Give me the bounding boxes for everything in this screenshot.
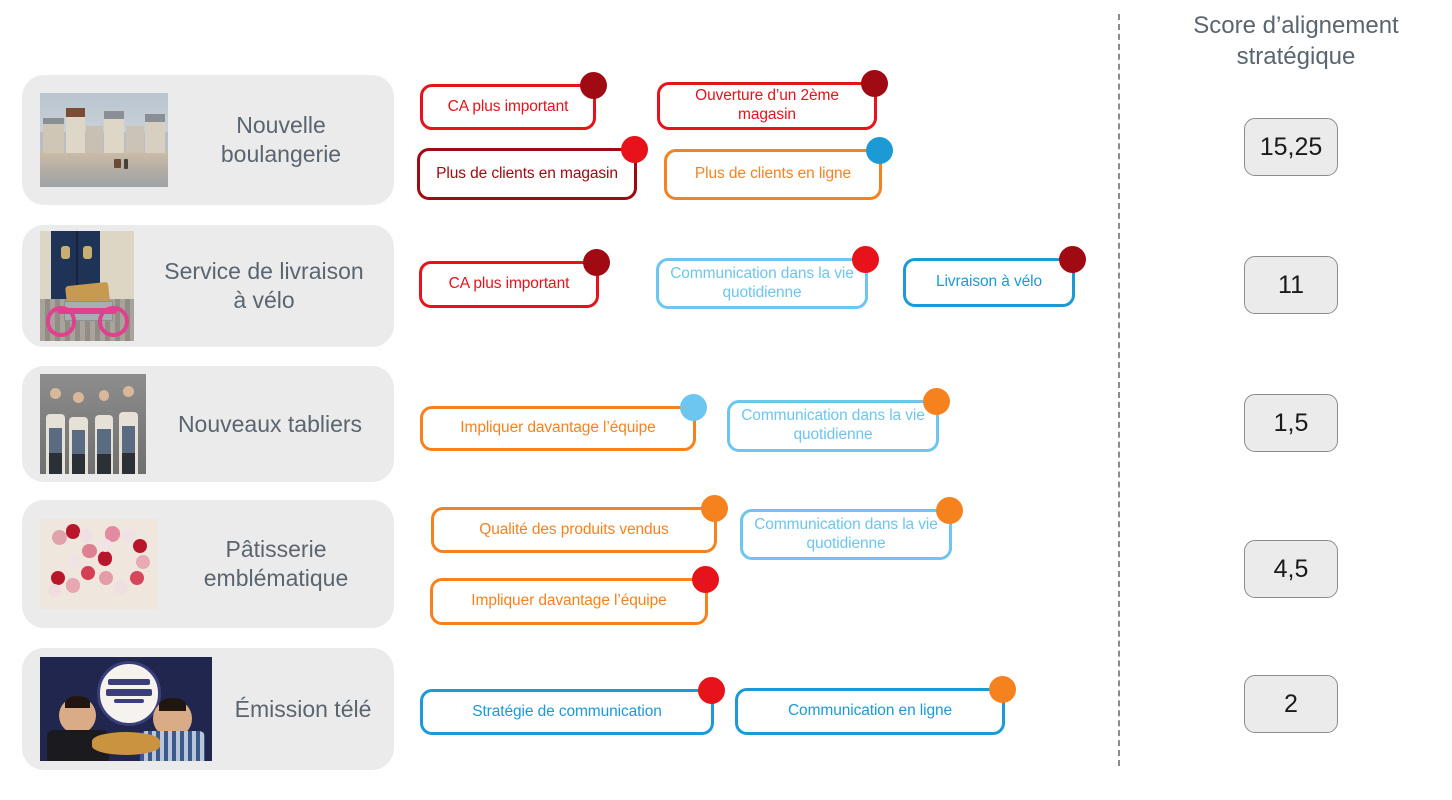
vertical-dashed-divider [1118, 14, 1120, 766]
benefit-box[interactable]: Qualité des produits vendus [431, 495, 728, 553]
score-heading-line1: Score d’alignement [1193, 12, 1399, 39]
benefit-label: Qualité des produits vendus [479, 520, 669, 538]
benefit-box[interactable]: Stratégie de communication [420, 677, 725, 735]
benefit-box[interactable]: Communication dans la vie quotidienne [727, 388, 950, 452]
benefit-marker-dot [923, 388, 950, 415]
benefit-label: Communication dans la vie quotidienne [670, 264, 854, 301]
benefit-marker-dot [621, 136, 648, 163]
benefit-marker-dot [701, 495, 728, 522]
project-thumbnail-staff-aprons [40, 374, 146, 474]
score-value: 4,5 [1273, 554, 1309, 583]
benefit-marker-dot [1059, 246, 1086, 273]
score-chip: 15,25 [1244, 118, 1338, 176]
benefit-label: Communication dans la vie quotidienne [754, 515, 938, 552]
benefit-label: Impliquer davantage l’équipe [460, 419, 656, 437]
project-label-line1: Nouveaux tabliers [177, 410, 363, 437]
project-row[interactable]: Nouveaux tabliers [22, 366, 394, 482]
project-row[interactable]: Nouvelle boulangerie [22, 75, 394, 205]
project-list: Nouvelle boulangerie Service de livraiso… [0, 0, 410, 800]
project-label-line1: Émission télé [234, 695, 372, 722]
benefit-box[interactable]: Impliquer davantage l’équipe [430, 566, 719, 625]
benefit-marker-dot [680, 394, 707, 421]
score-value: 15,25 [1259, 132, 1323, 161]
benefit-marker-dot [692, 566, 719, 593]
benefit-box[interactable]: Plus de clients en ligne [664, 137, 893, 200]
benefit-box[interactable]: Communication en ligne [735, 676, 1016, 735]
score-chip: 4,5 [1244, 540, 1338, 598]
score-chip: 11 [1244, 256, 1338, 314]
benefit-label: Communication en ligne [787, 702, 953, 720]
benefit-label: Plus de clients en ligne [694, 165, 852, 183]
benefit-marker-dot [698, 677, 725, 704]
score-chip: 2 [1244, 675, 1338, 733]
benefit-label: Impliquer davantage l’équipe [471, 592, 667, 610]
project-label-line2: emblématique [203, 565, 349, 591]
benefit-label: Ouverture d’un 2ème magasin [695, 87, 839, 123]
project-label: Pâtisserie emblématique [158, 535, 394, 592]
project-label-line2: à vélo [233, 287, 295, 313]
project-thumbnail-seaside-village [40, 93, 168, 187]
score-heading-line2: stratégique [1236, 43, 1356, 71]
benefit-marker-dot [861, 70, 888, 97]
benefit-marker-dot [852, 246, 879, 273]
benefit-box[interactable]: Livraison à vélo [903, 246, 1086, 307]
project-thumbnail-number-30-cake [40, 519, 158, 609]
benefit-label: Plus de clients en magasin [436, 164, 618, 182]
score-value: 2 [1284, 689, 1298, 718]
project-thumbnail-blue-door-bike [40, 231, 134, 341]
benefit-marker-dot [583, 249, 610, 276]
benefit-boxes-layer: CA plus important Ouverture d’un 2ème mag… [417, 70, 1086, 735]
benefit-marker-dot [580, 72, 607, 99]
score-chip: 1,5 [1244, 394, 1338, 452]
benefit-label: Communication dans la vie quotidienne [741, 407, 925, 443]
project-label: Service de livraison à vélo [134, 257, 394, 314]
project-label-line2: boulangerie [220, 141, 342, 167]
project-label: Nouveaux tabliers [146, 410, 394, 439]
benefit-marker-dot [989, 676, 1016, 703]
project-label: Émission télé [212, 695, 394, 724]
benefit-label: Livraison à vélo [935, 273, 1043, 291]
benefit-marker-dot [936, 497, 963, 524]
project-thumbnail-tv-show [40, 657, 212, 761]
score-value: 11 [1278, 270, 1304, 299]
benefit-box[interactable]: Communication dans la vie quotidienne [740, 497, 963, 560]
project-row[interactable]: Service de livraison à vélo [22, 225, 394, 347]
benefit-box[interactable]: Plus de clients en magasin [417, 136, 648, 200]
benefit-box[interactable]: CA plus important [420, 72, 607, 130]
score-value: 1,5 [1273, 408, 1309, 437]
benefit-box[interactable]: Impliquer davantage l’équipe [420, 394, 707, 451]
score-column-heading: Score d’alignement stratégique [1140, 10, 1452, 72]
project-row[interactable]: Pâtisserie emblématique [22, 500, 394, 628]
benefit-box[interactable]: Communication dans la vie quotidienne [656, 246, 879, 309]
project-label-line1: Nouvelle [236, 112, 326, 139]
benefit-label: Stratégie de communication [472, 702, 662, 720]
benefit-marker-dot [866, 137, 893, 164]
project-label-line1: Service de livraison [164, 258, 364, 285]
project-label-line1: Pâtisserie [225, 536, 327, 563]
benefit-label: CA plus important [448, 275, 570, 293]
benefit-label: CA plus important [447, 97, 569, 115]
benefit-box[interactable]: CA plus important [419, 249, 610, 308]
benefit-box[interactable]: Ouverture d’un 2ème magasin [657, 70, 888, 130]
score-column: Score d’alignement stratégique 15,25 11 … [1140, 0, 1452, 800]
project-row[interactable]: Émission télé [22, 648, 394, 770]
project-label: Nouvelle boulangerie [168, 111, 394, 168]
